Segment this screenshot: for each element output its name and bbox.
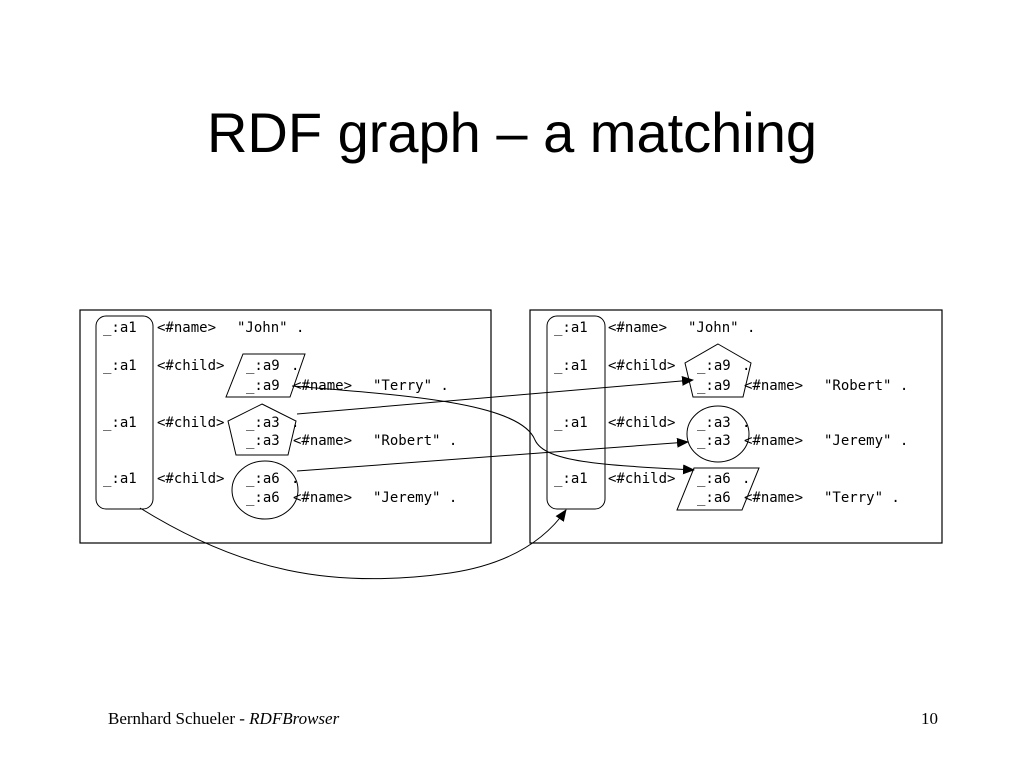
right-triple-1-predicate: <#child> [608, 358, 675, 374]
right-a9-node [684, 343, 752, 398]
right-triple-5-object-node: _:a6 [697, 471, 731, 487]
right-triple-1-terminator: . [742, 358, 750, 374]
right-triple-4-subject: _:a3 [697, 433, 731, 449]
right-a1-node [546, 315, 606, 510]
right-triple-5-terminator: . [742, 471, 750, 487]
right-triple-0-subject: _:a1 [554, 320, 588, 336]
right-triple-6-object: "Terry" . [824, 490, 900, 506]
left-triple-5-terminator: . [291, 471, 299, 487]
left-triple-2-predicate: <#name> [293, 378, 352, 394]
right-triple-2-object: "Robert" . [824, 378, 908, 394]
left-triple-5-subject: _:a1 [103, 471, 137, 487]
left-triple-0-object: "John" . [237, 320, 304, 336]
right-graph-panel [529, 309, 943, 544]
left-triple-5-object-node: _:a6 [246, 471, 280, 487]
footer-separator: - [234, 709, 250, 728]
right-triple-1-subject: _:a1 [554, 358, 588, 374]
left-triple-0-subject: _:a1 [103, 320, 137, 336]
left-a9-node [225, 353, 306, 398]
left-triple-1-terminator: . [291, 358, 299, 374]
footer-app-name: RDFBrowser [249, 709, 340, 728]
left-triple-1-object-node: _:a9 [246, 358, 280, 374]
right-triple-6-subject: _:a6 [697, 490, 731, 506]
slide-title: RDF graph – a matching [206, 101, 818, 164]
right-triple-0-object: "John" . [688, 320, 755, 336]
mapping-arrow-a1-to-a1 [139, 507, 567, 580]
right-triple-3-subject: _:a1 [554, 415, 588, 431]
mapping-arrow-a6-to-a3 [296, 437, 689, 472]
right-triple-3-terminator: . [742, 415, 750, 431]
right-triple-4-object: "Jeremy" . [824, 433, 908, 449]
right-triple-0-predicate: <#name> [608, 320, 667, 336]
left-triple-6-predicate: <#name> [293, 490, 352, 506]
left-triple-0-predicate: <#name> [157, 320, 216, 336]
right-triple-3-predicate: <#child> [608, 415, 675, 431]
left-triple-1-subject: _:a1 [103, 358, 137, 374]
right-triple-5-predicate: <#child> [608, 471, 675, 487]
right-triple-4-predicate: <#name> [744, 433, 803, 449]
left-triple-1-predicate: <#child> [157, 358, 224, 374]
left-triple-4-subject: _:a3 [246, 433, 280, 449]
left-triple-2-object: "Terry" . [373, 378, 449, 394]
left-triple-4-predicate: <#name> [293, 433, 352, 449]
left-triple-4-object: "Robert" . [373, 433, 457, 449]
right-triple-3-object-node: _:a3 [697, 415, 731, 431]
footer-credit: Bernhard Schueler - RDFBrowser [108, 709, 339, 729]
right-triple-1-object-node: _:a9 [697, 358, 731, 374]
left-triple-3-predicate: <#child> [157, 415, 224, 431]
right-triple-5-subject: _:a1 [554, 471, 588, 487]
left-triple-3-terminator: . [291, 415, 299, 431]
left-a1-node [95, 315, 154, 510]
right-triple-2-predicate: <#name> [744, 378, 803, 394]
left-a3-node [227, 403, 297, 456]
left-triple-3-object-node: _:a3 [246, 415, 280, 431]
left-triple-6-subject: _:a6 [246, 490, 280, 506]
left-graph-panel [79, 309, 492, 544]
right-triple-2-subject: _:a9 [697, 378, 731, 394]
left-triple-2-subject: _:a9 [246, 378, 280, 394]
left-triple-5-predicate: <#child> [157, 471, 224, 487]
mapping-arrow-a9-to-a6 [291, 385, 695, 475]
mapping-arrow-a3-to-a9 [296, 375, 694, 415]
page-number: 10 [921, 709, 938, 728]
right-triple-6-predicate: <#name> [744, 490, 803, 506]
left-a6-node [231, 460, 299, 520]
footer-author: Bernhard Schueler [108, 709, 235, 728]
right-a6-node [676, 467, 760, 511]
left-triple-3-subject: _:a1 [103, 415, 137, 431]
left-triple-6-object: "Jeremy" . [373, 490, 457, 506]
triples-layer: _:a1 <#name> "John" . _:a1 <#child> _:a9. _:a9… [103, 320, 908, 506]
right-a3-node [686, 405, 750, 463]
